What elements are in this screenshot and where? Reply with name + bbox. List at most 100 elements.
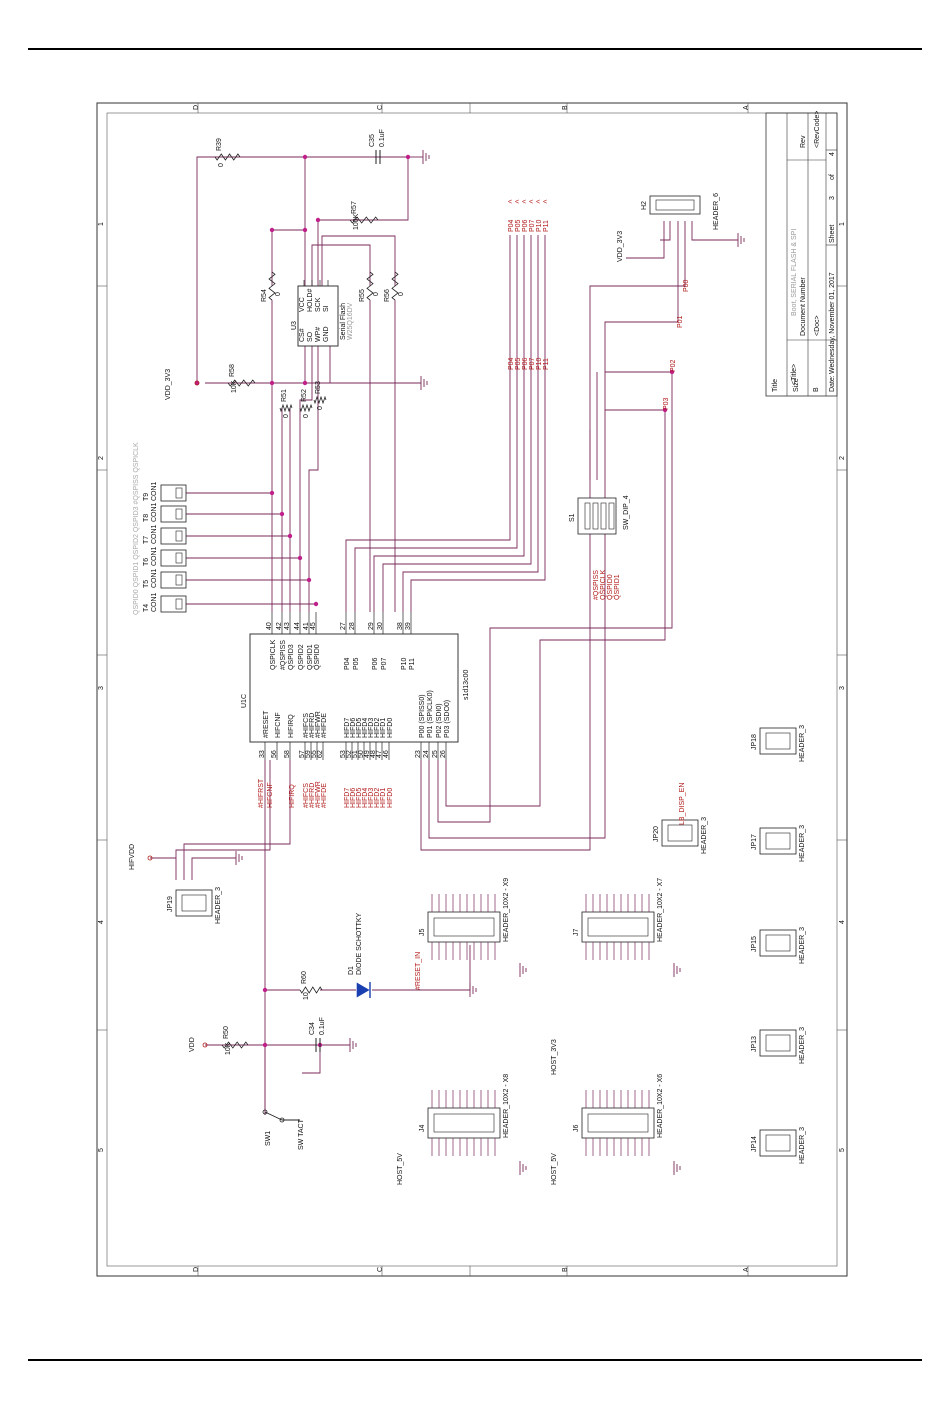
u1c-bottom-pin-label: HIFIRQ	[288, 714, 295, 738]
u1c-bottom-pin-label: HIFD7	[344, 718, 351, 738]
p-net-label-top: P07	[529, 219, 536, 232]
title-subtitle: Boot, SERIAL FLASH & SPI	[791, 229, 798, 316]
resistor-ref: R55	[359, 289, 366, 302]
u1c-bottom-pin-label: #HIFCS	[303, 713, 310, 738]
title-value: <Title>	[791, 364, 798, 385]
u1c-bottom-pin-number: 48	[370, 750, 377, 758]
sheet-label: Sheet	[829, 225, 836, 243]
junction-dot	[662, 407, 668, 413]
h2-ref: H2	[641, 201, 648, 210]
u1c-bottom-pin-label: HIFD6	[350, 718, 357, 738]
vdd-3v3-h2: VDD_3V3	[617, 231, 624, 262]
resistor-ref: R56	[384, 289, 391, 302]
capacitor-ref: C34	[309, 1022, 316, 1035]
u1c-bottom-pin-label: #RESET	[263, 710, 270, 738]
u1c-top-pin-label: QSPID1	[307, 644, 314, 670]
test-point-name: CON1	[151, 568, 158, 588]
ground-symbol	[737, 233, 745, 247]
rev-label: Rev	[800, 135, 807, 148]
hif-net-label: #HIFCS	[303, 783, 310, 808]
p-net-label-lower: P10	[536, 357, 543, 370]
ground-symbols	[235, 150, 745, 1175]
resistor-ref: R58	[229, 364, 236, 377]
net-hifcnf: HIFCNF	[267, 782, 274, 808]
offpage-arrow: <	[508, 199, 512, 206]
header3-name: HEADER_3	[701, 817, 708, 854]
resistor-ref: R51	[281, 389, 288, 402]
header10x2-name: HEADER_10X2 - X8	[503, 1074, 510, 1138]
u1c-top-pin-label: P07	[381, 657, 388, 670]
header3-ref: JP15	[751, 936, 758, 952]
p-net-label-top: P10	[536, 219, 543, 232]
u1c-bottom-pin-number: 49	[364, 750, 371, 758]
u1c-bottom-pin-label: HIFCNF	[275, 712, 282, 738]
p-net-label-top: P04	[508, 219, 515, 232]
junction-dots	[194, 154, 675, 1048]
header3-ref: JP13	[751, 1036, 758, 1052]
u3-pin-label: HOLD#	[307, 289, 314, 312]
capacitor-ref: C35	[369, 134, 376, 147]
u3-part: W25Q16DV	[347, 302, 354, 340]
s1-net-qspid1: QSPID1	[614, 574, 621, 600]
hif-net-label: HIFD4	[362, 788, 369, 808]
u3-ref: U3	[291, 321, 298, 330]
ground-symbol	[673, 1161, 681, 1175]
net-p01: P01	[677, 315, 684, 328]
junction-dot	[194, 380, 200, 386]
u1c-bottom-pin-number: 33	[259, 750, 266, 758]
border-number-right: 3	[839, 686, 846, 690]
u1c-ref: U1C	[241, 694, 248, 708]
p-net-label-lower: P07	[529, 357, 536, 370]
border-number-left: 4	[98, 920, 105, 924]
u1c-bottom-pin-number: 56	[271, 750, 278, 758]
u1c-top-pin-label: QSPID0	[314, 644, 321, 670]
u1c-bottom-pin-label: P00 (SPISS0)	[419, 694, 426, 738]
capacitor-value: 0.1uF	[319, 1017, 326, 1035]
ground-symbol	[235, 851, 243, 865]
border-letter-top: D	[193, 105, 200, 110]
of-label: of	[829, 174, 836, 180]
junction-dot	[302, 227, 308, 233]
header10x2-ref: J5	[419, 929, 426, 937]
junction-dot	[306, 577, 312, 583]
u1c-bottom-pin-number: 24	[423, 750, 430, 758]
ground-symbol	[673, 963, 681, 977]
resistor-value: 10K	[225, 1042, 232, 1055]
u1c-top-pin-label: P11	[409, 658, 416, 670]
p-net-label-top: P06	[522, 219, 529, 232]
header3-name: HEADER_3	[215, 887, 222, 924]
u1c-bottom-pin-number: 52	[346, 750, 353, 758]
u1c-bottom-pin-number: 50	[358, 750, 365, 758]
u1c-bottom-pin-number: 59	[305, 750, 312, 758]
offpage-arrow: <	[522, 199, 526, 206]
ground-symbol	[420, 376, 428, 390]
border-letter-top: C	[377, 105, 384, 110]
junction-dot	[279, 511, 285, 517]
header3-ref: JP20	[653, 826, 660, 842]
hif-net-label: HIFD0	[387, 788, 394, 808]
junction-dot	[315, 217, 321, 223]
header3-name: HEADER_3	[799, 1027, 806, 1064]
border-letter-bottom: D	[193, 1267, 200, 1272]
s1-net-qspiclk: QSPICLK	[600, 569, 607, 600]
title-block: Title <Title> Boot, SERIAL FLASH & SPI S…	[765, 111, 838, 397]
offpage-arrow: <	[515, 199, 519, 206]
inner-frame	[106, 112, 838, 1267]
u1c-bottom-pin-number: 47	[376, 750, 383, 758]
sw1-ref: SW1	[265, 1131, 272, 1146]
bottom-rule	[28, 1359, 922, 1361]
u1c-bottom-pin-label: P03 (SDO0)	[444, 700, 451, 738]
h2-name: HEADER_6	[713, 193, 720, 230]
